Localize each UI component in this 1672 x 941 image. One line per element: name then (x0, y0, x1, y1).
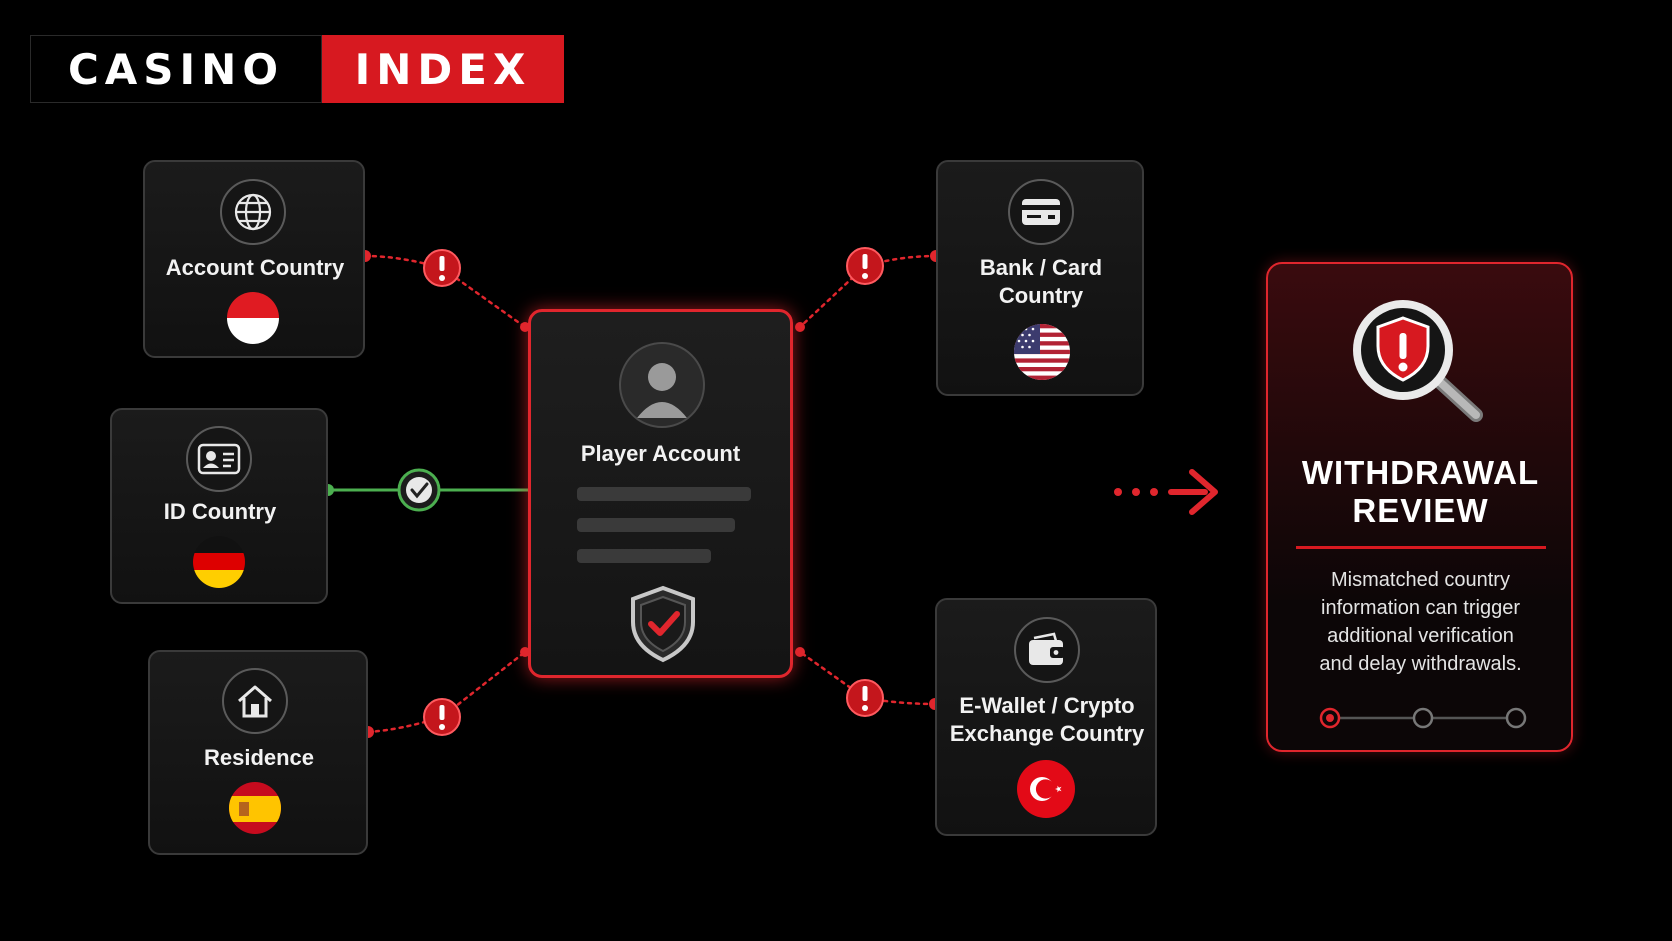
progress-stepper (1318, 706, 1528, 730)
placeholder-bar (577, 518, 735, 532)
alert-icon (846, 679, 884, 717)
arrow-right-icon (1114, 469, 1218, 515)
player-account-card: Player Account (528, 309, 793, 678)
review-text-line1: Mismatched country (1331, 569, 1510, 591)
account-country-label: Account Country (165, 255, 345, 280)
shield-check-icon (627, 584, 699, 664)
withdrawal-review-title-line2: REVIEW (1352, 492, 1489, 529)
connector-dot (795, 647, 805, 657)
alert-icon (423, 249, 461, 287)
residence-card: Residence (148, 650, 368, 855)
progress-step (1505, 707, 1527, 729)
title-divider (1296, 546, 1546, 549)
wallet-icon (1014, 617, 1080, 683)
account-country-card: Account Country (143, 160, 365, 358)
residence-label: Residence (203, 745, 315, 770)
alert-icon (846, 247, 884, 285)
flag-spain (229, 782, 281, 834)
withdrawal-review-title-line1: WITHDRAWAL (1301, 454, 1540, 491)
check-icon (397, 468, 441, 512)
placeholder-bar (577, 487, 751, 501)
logo-word-index: INDEX (322, 35, 564, 103)
logo-word-casino: CASINO (30, 35, 322, 103)
placeholder-bar (577, 549, 711, 563)
bank-card-country-label-line2: Country (998, 283, 1084, 308)
casino-index-logo: CASINO INDEX (30, 35, 564, 103)
progress-step (1412, 707, 1434, 729)
bank-card-country-card: Bank / Card Country (936, 160, 1144, 396)
alert-icon (423, 698, 461, 736)
house-icon (222, 668, 288, 734)
credit-card-icon (1008, 179, 1074, 245)
ewallet-country-label-line2: Exchange Country (949, 721, 1145, 746)
review-text-line4: and delay withdrawals. (1319, 653, 1522, 675)
id-card-icon (186, 426, 252, 492)
connector-account-country (363, 254, 527, 329)
flag-united-states (1014, 324, 1070, 380)
connector-ewallet (798, 650, 937, 706)
flag-germany (193, 536, 245, 588)
bank-card-country-label-line1: Bank / Card (979, 255, 1103, 280)
connector-dot (795, 322, 805, 332)
connector-dot (520, 322, 530, 332)
shield-alert-magnifier-icon (1348, 300, 1498, 430)
user-icon (619, 342, 705, 428)
ewallet-country-label-line1: E-Wallet / Crypto (959, 693, 1135, 718)
connector-dot (520, 647, 530, 657)
player-account-label: Player Account (580, 441, 741, 466)
withdrawal-review-card: WITHDRAWAL REVIEW Mismatched country inf… (1266, 262, 1573, 752)
id-country-label: ID Country (163, 499, 277, 524)
review-text-line2: information can trigger (1321, 597, 1520, 619)
review-text-line3: additional verification (1327, 625, 1514, 647)
flag-turkey (1017, 760, 1075, 818)
globe-icon (220, 179, 286, 245)
flag-indonesia (227, 292, 279, 344)
id-country-card: ID Country (110, 408, 328, 604)
ewallet-country-card: E-Wallet / Crypto Exchange Country (935, 598, 1157, 836)
